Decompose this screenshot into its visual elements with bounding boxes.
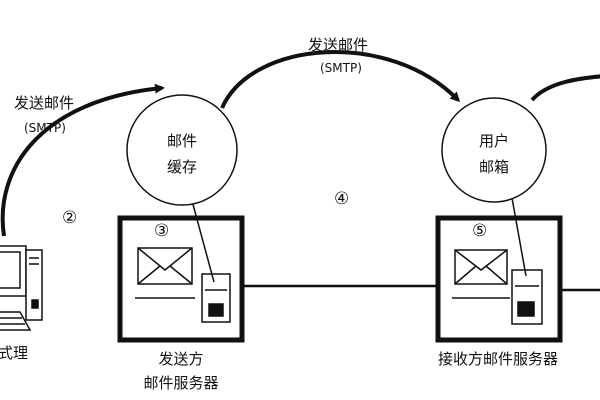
user-mailbox-label-2: 邮箱: [479, 158, 509, 176]
user-mailbox-node: [441, 97, 547, 203]
user-mailbox-label-1: 用户: [479, 132, 509, 150]
step-5-label: ⑤: [472, 221, 487, 241]
send-mail-label-top: 发送邮件: [308, 36, 368, 54]
retrieve-arrow-right: [530, 74, 600, 102]
step-4-label: ④: [334, 189, 349, 209]
server-tower-icon: [201, 273, 231, 323]
send-arrow-top: [220, 50, 461, 109]
mail-cache-node: [126, 94, 238, 206]
user-agent-label: 式理: [0, 344, 28, 362]
smtp-label-top: (SMTP): [320, 61, 362, 75]
mail-cache-label-1: 邮件: [167, 132, 197, 150]
envelope-icon: [454, 249, 508, 285]
step-3-label: ③: [154, 221, 169, 241]
mail-cache-label-2: 缓存: [167, 158, 197, 176]
smtp-label-left: (SMTP): [24, 121, 66, 135]
sender-server-label-2: 邮件服务器: [143, 374, 218, 392]
sender-server-label-1: 发送方: [158, 350, 203, 368]
mailbox-link-line: [511, 197, 527, 277]
server-tower-icon: [511, 269, 543, 325]
send-arrow-left: [0, 83, 165, 237]
receiver-server-label: 接收方邮件服务器: [438, 350, 558, 368]
step-2-label: ②: [62, 208, 77, 228]
send-mail-label-left: 发送邮件: [14, 94, 74, 112]
envelope-icon: [137, 247, 193, 285]
computer-icon: [0, 245, 43, 331]
